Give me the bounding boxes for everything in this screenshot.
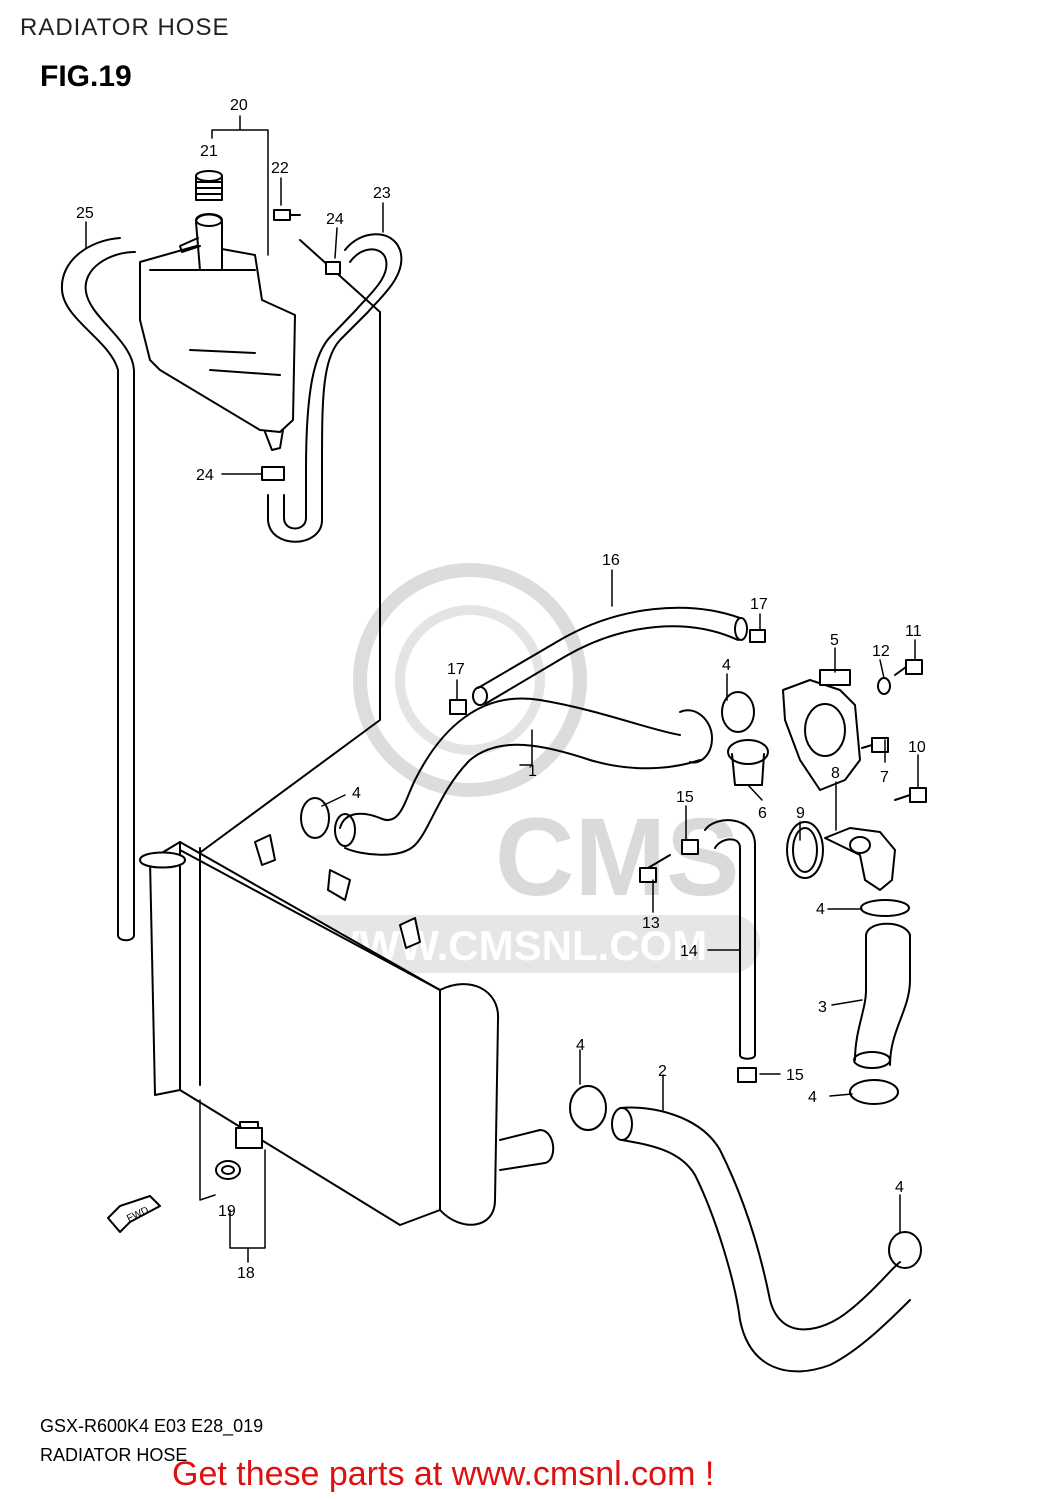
clamp-4d	[849, 1079, 899, 1105]
callout-1: 1	[528, 763, 537, 780]
callout-15: 15	[676, 789, 694, 806]
callout-13: 13	[642, 915, 660, 932]
tank-cap	[195, 170, 223, 201]
callout-4: 4	[352, 785, 361, 802]
reservoir-tank	[139, 244, 296, 451]
callout-15: 15	[786, 1067, 804, 1084]
tank-filler-neck	[179, 213, 223, 271]
watermark-brand: CMS	[495, 796, 739, 919]
callout-3: 3	[818, 999, 827, 1016]
callout-16: 16	[602, 552, 620, 569]
clamp-4f	[888, 1231, 922, 1269]
radiator-hose-2	[611, 1106, 911, 1373]
callout-5: 5	[830, 632, 839, 649]
callout-2: 2	[658, 1063, 667, 1080]
clamp-4c	[860, 899, 910, 917]
fwd-arrow-icon	[107, 1195, 161, 1233]
callout-23: 23	[373, 185, 391, 202]
callout-17: 17	[750, 596, 768, 613]
radiator-hose-1	[334, 697, 713, 856]
callout-25: 25	[76, 205, 94, 222]
callout-6: 6	[758, 805, 767, 822]
figure-number: FIG.19	[40, 60, 132, 93]
clamp-4a	[721, 691, 755, 733]
bolt-13	[639, 854, 671, 883]
washer-12	[877, 677, 891, 695]
callout-18: 18	[237, 1265, 255, 1282]
callout-4: 4	[808, 1089, 817, 1106]
drain-washer	[215, 1160, 241, 1180]
clip-15a	[681, 839, 699, 855]
callout-8: 8	[831, 765, 840, 782]
cms-watermark: CMS WWW.CMSNL.COM	[290, 563, 760, 973]
callout-9: 9	[796, 805, 805, 822]
tank-bolt	[273, 209, 301, 221]
clamp-4e	[569, 1085, 607, 1131]
callout-12: 12	[872, 643, 890, 660]
bypass-hose-16	[472, 606, 748, 706]
thermostat-cover-5	[782, 669, 861, 791]
callout-14: 14	[680, 943, 698, 960]
drain-bolt	[235, 1121, 263, 1149]
clip-24a	[325, 261, 341, 275]
callout-22: 22	[271, 160, 289, 177]
callout-4: 4	[895, 1179, 904, 1196]
callout-24: 24	[196, 467, 214, 484]
bypass-hose-14	[704, 819, 756, 1060]
bolt-10	[894, 787, 927, 803]
radiator-core	[139, 834, 555, 1226]
buy-parts-link[interactable]: Get these parts at www.cmsnl.com !	[172, 1455, 715, 1493]
page-title: RADIATOR HOSE	[20, 14, 230, 41]
callout-4: 4	[722, 657, 731, 674]
o-ring-9	[786, 821, 824, 879]
callout-24: 24	[326, 211, 344, 228]
thermostat-6	[727, 739, 769, 786]
section-name: RADIATOR HOSE	[40, 1445, 188, 1465]
overflow-hose-25	[60, 237, 136, 942]
bolt-11	[894, 659, 923, 676]
radiator-hose-3	[853, 922, 911, 1069]
callout-7: 7	[880, 769, 889, 786]
callout-20: 20	[230, 97, 248, 114]
callout-17: 17	[447, 661, 465, 678]
clip-17b	[449, 699, 467, 715]
callout-10: 10	[908, 739, 926, 756]
bolt-7	[861, 737, 889, 753]
clip-15b	[737, 1067, 757, 1083]
callout-19: 19	[218, 1203, 236, 1220]
model-code: GSX-R600K4 E03 E28_019	[40, 1416, 264, 1436]
breather-hose-23	[267, 233, 403, 543]
callout-11: 11	[905, 623, 922, 640]
callout-labels: 20 21 22 23 24 25 24 16 17 5 12 11 17 4 …	[76, 97, 926, 1282]
callout-4: 4	[576, 1037, 585, 1054]
clip-24b	[261, 466, 285, 481]
reservoir-to-radiator-line	[189, 311, 381, 861]
callout-21: 21	[200, 143, 218, 160]
clamp-4b	[300, 797, 330, 839]
clip-17a	[749, 629, 766, 643]
leader-lines	[85, 115, 919, 1263]
callout-4: 4	[816, 901, 825, 918]
thermostat-case-8	[824, 827, 896, 891]
